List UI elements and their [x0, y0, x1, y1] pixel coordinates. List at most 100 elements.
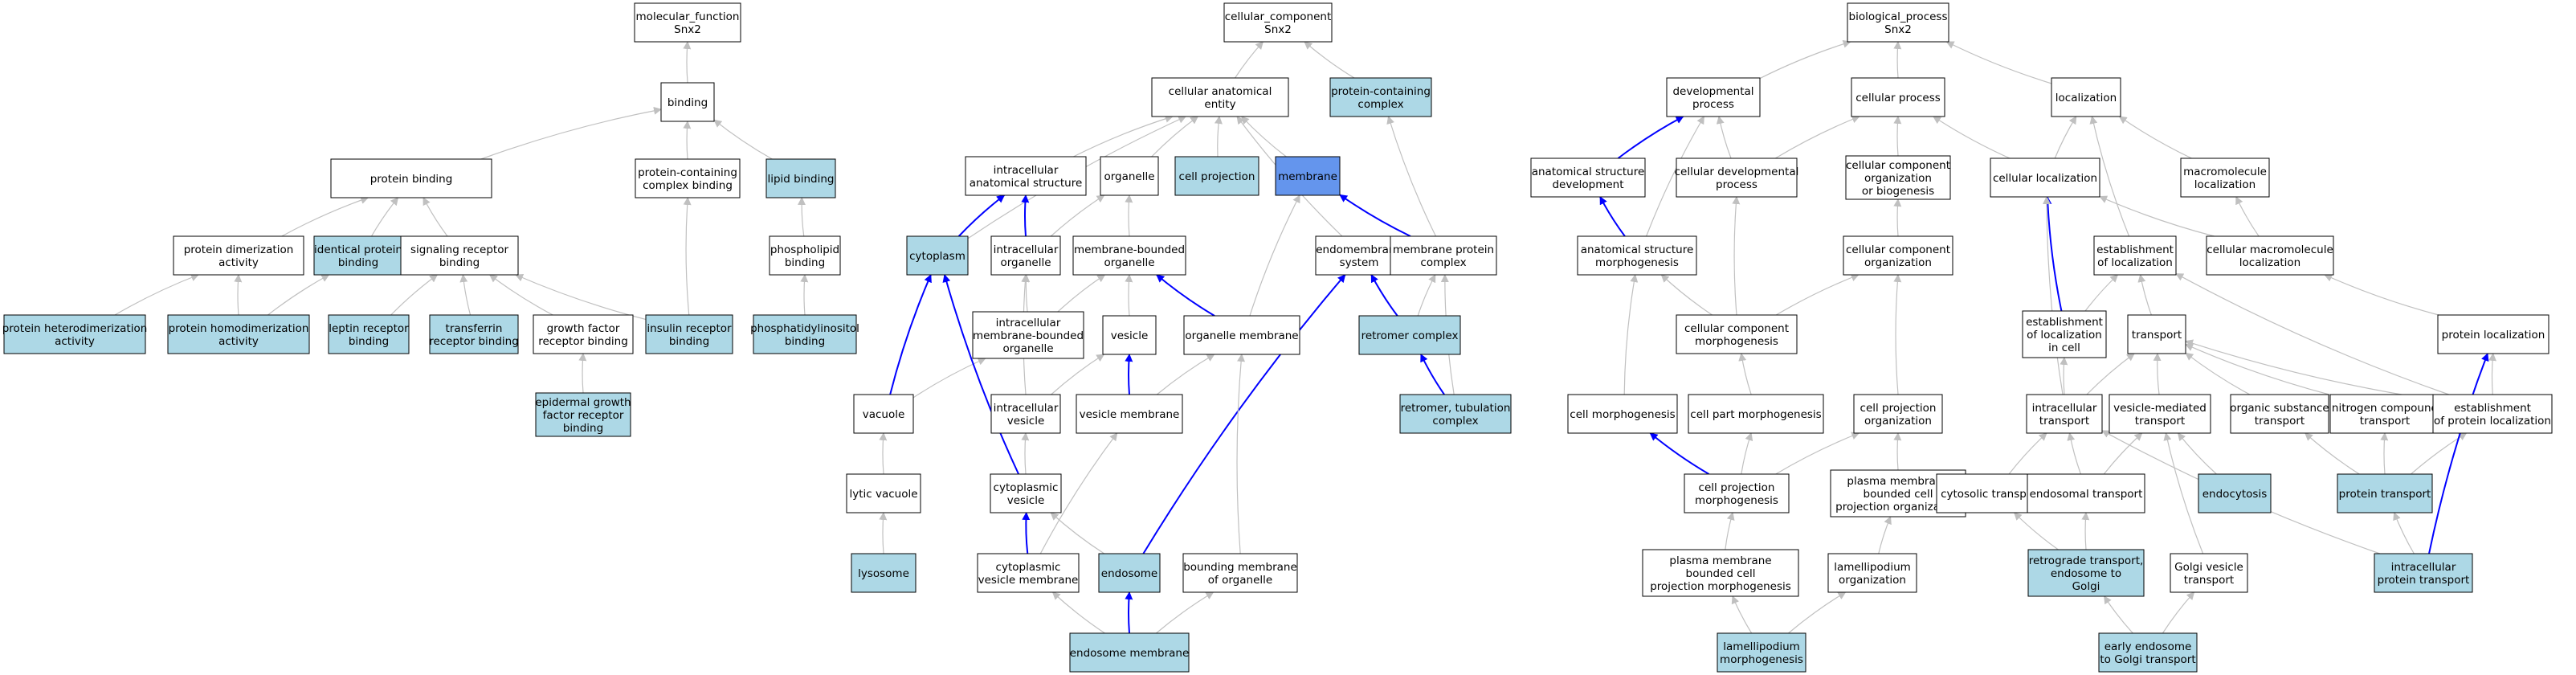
node-label: developmental: [1672, 85, 1753, 98]
node-cm[interactable]: cell morphogenesis: [1567, 394, 1678, 434]
node-binding[interactable]: binding: [660, 82, 715, 122]
node-cyt[interactable]: cytoplasm: [906, 235, 969, 276]
node-label: cellular process: [1855, 92, 1941, 104]
node-ploc[interactable]: protein localization: [2437, 314, 2549, 354]
node-label: of protein localization: [2434, 415, 2551, 428]
node-cl[interactable]: cellular localization: [1990, 158, 2100, 198]
node-mem[interactable]: membrane: [1275, 156, 1341, 196]
node-label: of localization: [2097, 256, 2173, 269]
node-label: vesicle: [1111, 329, 1149, 342]
node-vac[interactable]: vacuole: [853, 394, 914, 434]
node-label: transport: [2255, 415, 2305, 428]
node-label: binding: [349, 335, 389, 348]
node-rc[interactable]: retromer complex: [1358, 315, 1461, 355]
edge-ccm-to-cco: [1775, 273, 1860, 316]
node-box: [1390, 235, 1497, 276]
node-endo[interactable]: endosome: [1098, 553, 1161, 593]
edge-ipt-to-ploc: [2428, 353, 2489, 554]
node-org[interactable]: organelle: [1100, 156, 1159, 196]
node-box: [1399, 394, 1512, 434]
node-label: in cell: [2048, 342, 2080, 354]
node-ves[interactable]: vesicle: [1102, 315, 1157, 355]
node-trans[interactable]: transport: [2127, 314, 2186, 354]
node-loc[interactable]: localization: [2051, 77, 2121, 117]
node-et[interactable]: endosomal transport: [2027, 473, 2145, 513]
node-lys[interactable]: lysosome: [851, 553, 917, 593]
node-cpm[interactable]: cell part morphogenesis: [1688, 394, 1824, 434]
node-pb[interactable]: protein binding: [330, 158, 492, 198]
node-endoc[interactable]: endocytosis: [2198, 473, 2272, 513]
node-endom[interactable]: endosome membrane: [1069, 632, 1190, 673]
node-box: [1845, 155, 1951, 200]
edge-lys-to-lv: [879, 512, 888, 554]
edge-epl-to-trans: [2185, 339, 2434, 401]
node-om[interactable]: organelle membrane: [1183, 315, 1300, 355]
node-cp[interactable]: cellular process: [1851, 77, 1945, 117]
node-label: complex binding: [643, 179, 733, 192]
node-lipb[interactable]: lipid binding: [765, 158, 836, 198]
edge-pccb-to-binding: [683, 121, 692, 160]
node-cproj[interactable]: cell projection: [1174, 156, 1259, 196]
node-box: [1315, 235, 1403, 276]
edge-rtc-to-rc: [1420, 354, 1445, 395]
node-lv[interactable]: lytic vacuole: [846, 473, 921, 513]
node-vm[interactable]: vesicle membrane: [1076, 394, 1183, 434]
node-pt[interactable]: protein transport: [2337, 473, 2433, 513]
node-label: of organelle: [1208, 574, 1272, 587]
